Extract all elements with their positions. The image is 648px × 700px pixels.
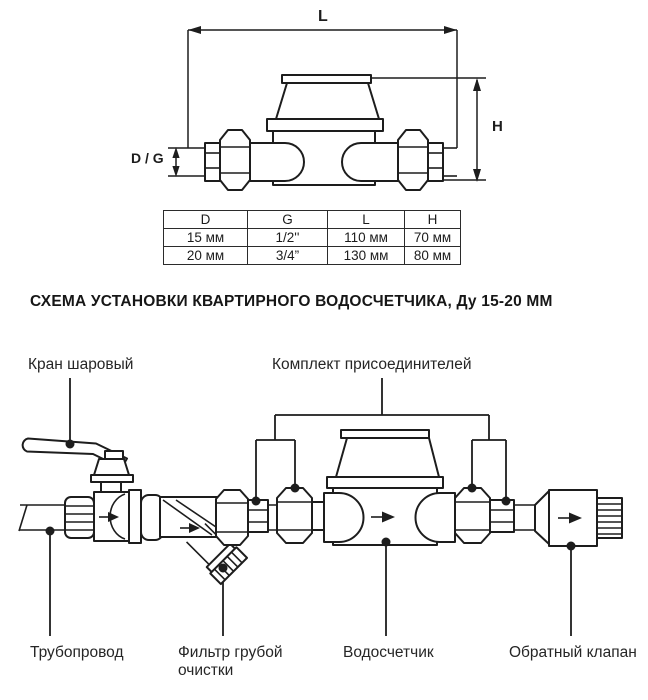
meter-flange [326,476,444,489]
table-cell: 70 мм [404,228,461,247]
table-header-row: D G L H [163,210,461,229]
dimension-drawing: L H D / G [131,8,503,191]
union-nut-left [219,129,251,191]
table-cell: 1/2'' [247,228,328,247]
union-nut-right [397,129,429,191]
table-cell: 20 мм [163,246,248,265]
pipe-coupling [64,496,95,539]
meter-port-left [249,142,305,182]
leader-lines [49,378,572,636]
table-header: L [327,210,405,229]
strainer [159,496,249,586]
dimension-l: L [187,8,458,148]
meter-register-head [275,82,380,120]
table-header: D [163,210,248,229]
flow-arrows [99,511,582,533]
label-strainer: Фильтр грубой очистки [178,644,283,679]
fitting-left [204,142,221,182]
water-meter-outline [168,74,457,191]
table-cell: 130 мм [327,246,405,265]
table-header: H [404,210,461,229]
meter-port-right [341,142,399,182]
tailpiece [489,499,515,533]
meter-port-left [323,492,365,543]
leader-dots [45,439,576,573]
dimensions-table: D G L H 15 мм 1/2'' 110 мм 70 мм 20 мм 3… [163,210,461,265]
table-cell: 80 мм [404,246,461,265]
dimension-dg: D / G [131,147,180,177]
installation-diagram [18,378,623,636]
table-row: 15 мм 1/2'' 110 мм 70 мм [163,228,461,247]
section-title: СХЕМА УСТАНОВКИ КВАРТИРНОГО ВОДОСЧЕТЧИКА… [30,293,553,310]
bore-label: D / G [131,150,164,166]
valve-bonnet [93,458,130,476]
connector-kit-left [247,487,325,544]
table-cell: 110 мм [327,228,405,247]
meter-register-cap [340,429,430,439]
fitting-right [427,142,444,182]
meter-flange [266,118,384,132]
label-ball-valve: Кран шаровый [28,356,134,373]
meter-register-cap [281,74,372,84]
union-nut [276,487,313,544]
meter-register-head [335,437,440,478]
label-water-meter: Водосчетчик [343,644,434,661]
table-header: G [247,210,328,229]
water-meter [323,429,456,546]
union-nut [454,487,491,544]
label-check-valve: Обратный клапан [509,644,637,661]
table-cell: 15 мм [163,228,248,247]
label-connector-kit: Комплект присоединителей [272,356,472,373]
valve-cap [104,450,124,460]
length-label: L [318,8,328,25]
height-label: H [492,118,503,135]
meter-port-right [414,492,456,543]
strainer-union-nut [215,489,249,546]
dimension-h: H [371,77,503,182]
label-pipeline: Трубопровод [30,644,124,661]
table-row: 20 мм 3/4” 130 мм 80 мм [163,246,461,265]
table-cell: 3/4” [247,246,328,265]
